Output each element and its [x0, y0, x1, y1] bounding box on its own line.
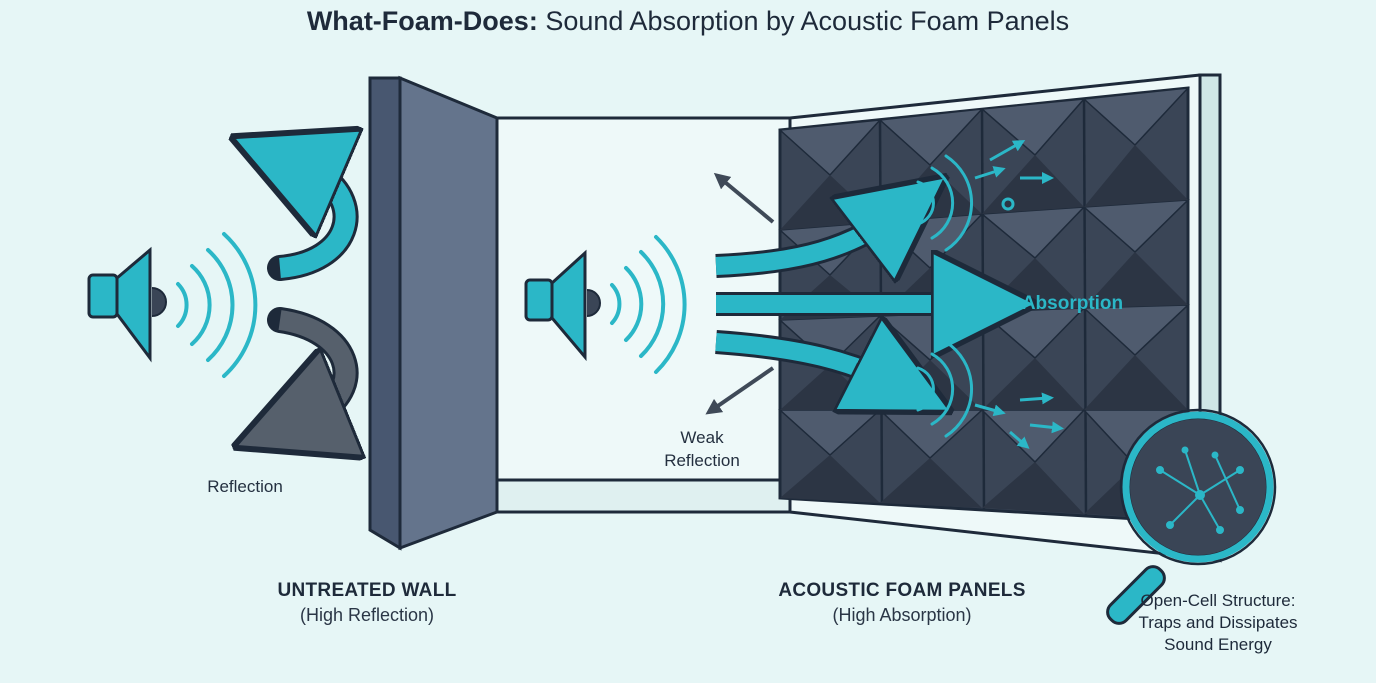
callout-line2: Traps and Dissipates — [1138, 613, 1298, 632]
callout-line3: Sound Energy — [1164, 635, 1272, 654]
foam-panel-heading: ACOUSTIC FOAM PANELS — [778, 580, 1026, 601]
foam-panel-sub: (High Absorption) — [832, 605, 972, 625]
reflection-label: Reflection — [207, 477, 283, 496]
page-title: What-Foam-Does: Sound Absorption by Acou… — [0, 6, 1376, 37]
untreated-wall-heading: UNTREATED WALL — [277, 580, 457, 601]
reflection-arrow-up — [280, 160, 346, 281]
scatter-arrows — [974, 140, 1064, 449]
title-rest: Sound Absorption by Acoustic Foam Panels — [545, 6, 1070, 36]
reflection-arrow-down — [280, 307, 346, 425]
weak-label-line1: Weak — [680, 428, 724, 447]
magnifier-icon — [1106, 408, 1277, 625]
absorbed-waves — [916, 154, 974, 438]
callout-line1: Open-Cell Structure: — [1140, 591, 1296, 610]
untreated-wall-sub: (High Reflection) — [299, 605, 435, 625]
untreated-wall — [368, 75, 499, 551]
open-cell-callout: Open-Cell Structure: Traps and Dissipate… — [1118, 590, 1318, 656]
speaker-icon — [87, 246, 167, 363]
left-speaker — [87, 232, 258, 378]
absorption-arrows — [715, 208, 985, 388]
absorption-label: Absorption — [1021, 293, 1124, 314]
middle-speaker — [524, 235, 687, 374]
speaker-icon — [524, 249, 601, 362]
sound-wave-icon — [176, 232, 258, 378]
weak-reflection-arrows — [705, 172, 775, 415]
title-bold: What-Foam-Does: — [306, 6, 538, 36]
weak-label-line2: Reflection — [664, 451, 740, 470]
sound-wave-icon — [610, 235, 687, 374]
